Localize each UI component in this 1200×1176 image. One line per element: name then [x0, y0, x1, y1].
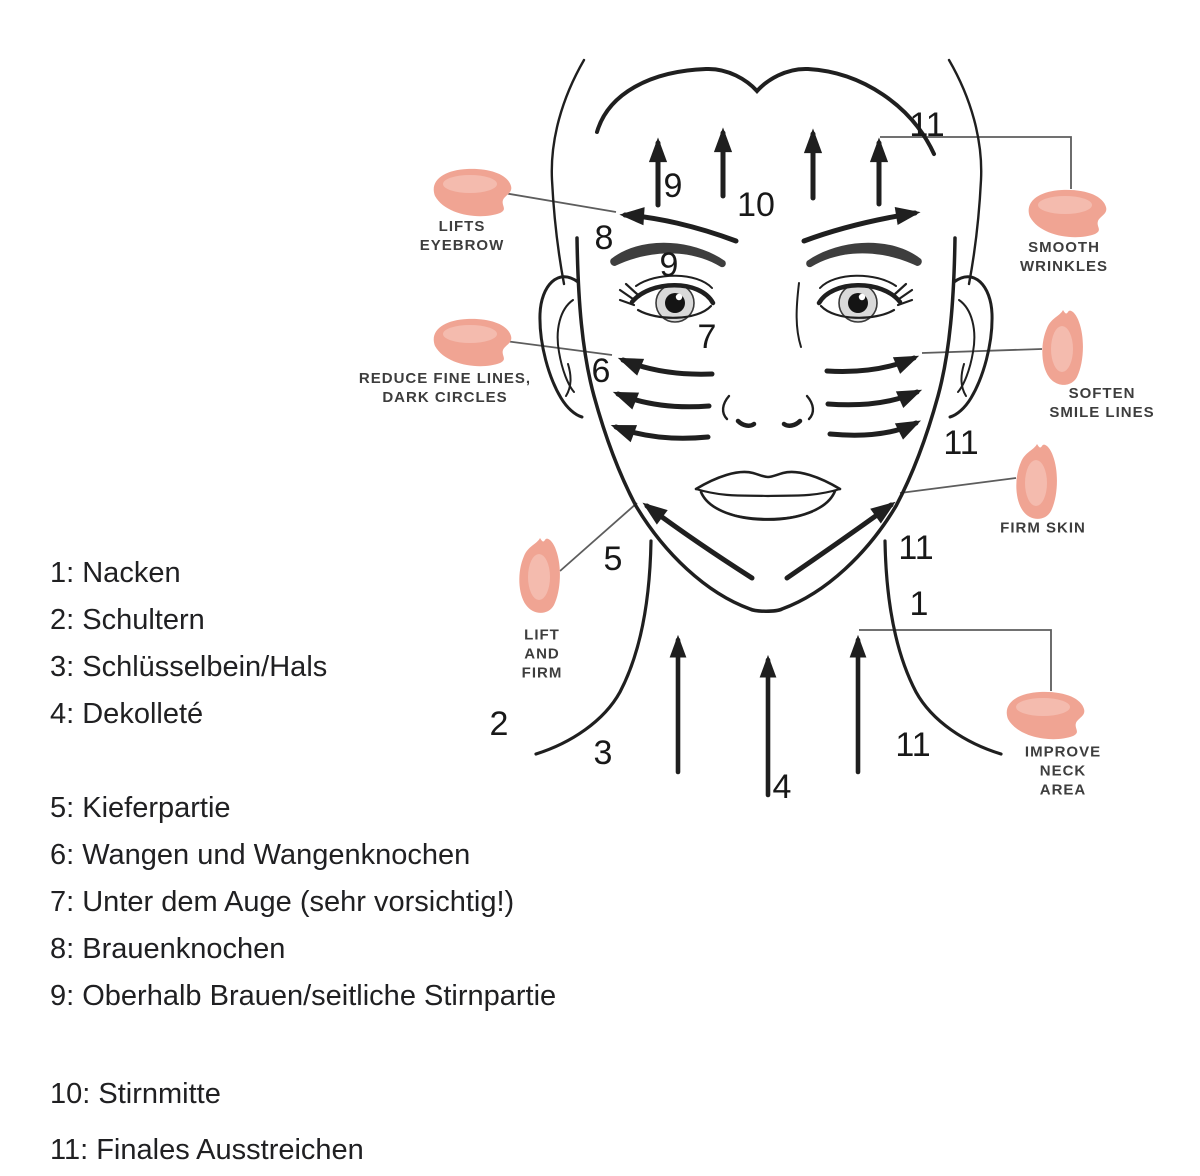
- step-number-7-under-eye: 7: [697, 318, 717, 356]
- legend-item: 2: Schultern: [50, 604, 205, 636]
- cheek-arrows: [610, 355, 923, 443]
- label-improve-neck-area: IMPROVE NECK AREA: [1025, 743, 1101, 800]
- gua-sha-stone-icon: [1006, 691, 1085, 740]
- legend-item: 8: Brauenknochen: [50, 933, 286, 965]
- step-number-11-neck-bottom: 11: [895, 726, 931, 764]
- jaw-arrows: [642, 501, 896, 581]
- label-line: SMOOTH: [1028, 239, 1100, 256]
- forehead-arrows: [648, 127, 889, 208]
- hairline: [595, 66, 936, 156]
- legend-item: 9: Oberhalb Brauen/seitliche Stirnpartie: [50, 980, 557, 1012]
- head-art: [534, 58, 1003, 756]
- connector-soften-smile-lines: [921, 348, 1043, 354]
- label-line: FIRM SKIN: [1000, 519, 1086, 537]
- label-line: EYEBROW: [419, 237, 505, 254]
- legend-item: 3: Schlüsselbein/Hals: [50, 651, 328, 683]
- eyes: [618, 274, 914, 323]
- label-line: FIRM: [521, 664, 563, 682]
- label-line: SMILE LINES: [1049, 404, 1155, 421]
- brow-arrows: [619, 207, 921, 244]
- label-lift-and-firm: LIFT AND FIRM: [522, 626, 563, 683]
- nose: [721, 282, 815, 428]
- label-line: LIFTS: [438, 218, 486, 235]
- connector-improve-neck-area: [859, 629, 1052, 691]
- legend-group-face: 5: Kieferpartie 6: Wangen und Wangenknoc…: [50, 785, 556, 1020]
- step-number-2-shoulders: 2: [489, 705, 509, 743]
- ears: [538, 275, 994, 419]
- step-number-9-forehead-side: 9: [663, 167, 683, 205]
- label-soften-smile-lines: SOFTEN SMILE LINES: [1049, 384, 1154, 422]
- label-firm-skin: FIRM SKIN: [1000, 519, 1086, 538]
- neck-arrows: [669, 634, 867, 798]
- gua-sha-stone-icon: [1016, 444, 1057, 519]
- gua-sha-stone-icon: [1042, 310, 1083, 385]
- step-number-11-cheek-right: 11: [943, 424, 979, 462]
- gua-sha-stone-icon: [433, 318, 512, 367]
- connector-lift-and-firm: [559, 502, 638, 572]
- eyebrows: [610, 242, 922, 268]
- legend-group-neck-decollete: 1: Nacken 2: Schultern 3: Schlüsselbein/…: [50, 550, 556, 738]
- gua-sha-stone-icon: [1028, 189, 1107, 238]
- label-reduce-fine-lines: REDUCE FINE LINES, DARK CIRCLES: [359, 369, 531, 407]
- connector-lifts-eyebrow: [503, 192, 617, 213]
- step-number-11-forehead: 11: [909, 106, 945, 144]
- label-line: AND: [524, 645, 560, 663]
- legend-item: 1: Nacken: [50, 557, 181, 589]
- hair: [550, 58, 983, 286]
- step-number-3-collarbone: 3: [593, 734, 613, 772]
- step-number-11-jaw-right: 11: [898, 529, 934, 567]
- legend-item: 11: Finales Ausstreichen: [50, 1134, 364, 1166]
- step-number-4-decollete: 4: [772, 768, 792, 806]
- legend-item: 10: Stirnmitte: [50, 1078, 221, 1110]
- label-line: DARK CIRCLES: [382, 389, 508, 406]
- step-number-6-cheek: 6: [591, 352, 611, 390]
- connector-firm-skin: [899, 477, 1017, 494]
- label-line: SOFTEN: [1068, 385, 1136, 402]
- step-number-9-above-brow: 9: [659, 246, 679, 284]
- connector-smooth-wrinkles: [880, 136, 1072, 189]
- legend-item: 6: Wangen und Wangenknochen: [50, 839, 471, 871]
- label-line: WRINKLES: [1020, 258, 1108, 275]
- face-outline: [575, 236, 957, 613]
- label-line: LIFT: [524, 626, 560, 644]
- label-line: REDUCE FINE LINES,: [358, 370, 532, 387]
- massage-arrows: [610, 127, 923, 798]
- neck-shoulders: [534, 539, 1003, 756]
- label-line: AREA: [1039, 781, 1087, 799]
- legend: 1: Nacken 2: Schultern 3: Schlüsselbein/…: [50, 550, 556, 1176]
- legend-item: 5: Kieferpartie: [50, 792, 231, 824]
- legend-item: 4: Dekolleté: [50, 698, 204, 730]
- step-number-8-brow-bone: 8: [594, 219, 614, 257]
- label-line: NECK: [1039, 762, 1087, 780]
- legend-item: 7: Unter dem Auge (sehr vorsichtig!): [50, 886, 515, 918]
- step-number-5-jawline: 5: [603, 540, 623, 578]
- connector-lines: [503, 136, 1072, 691]
- legend-group-finish: 10: Stirnmitte 11: Finales Ausstreichen: [50, 1066, 556, 1176]
- label-line: IMPROVE: [1024, 743, 1102, 761]
- label-lifts-eyebrow: LIFTS EYEBROW: [420, 217, 505, 255]
- gua-sha-stone-icon: [433, 168, 512, 217]
- label-smooth-wrinkles: SMOOTH WRINKLES: [1020, 238, 1108, 276]
- step-number-1-neck: 1: [909, 585, 929, 623]
- step-number-10-forehead-center: 10: [737, 186, 775, 224]
- lips: [694, 470, 842, 521]
